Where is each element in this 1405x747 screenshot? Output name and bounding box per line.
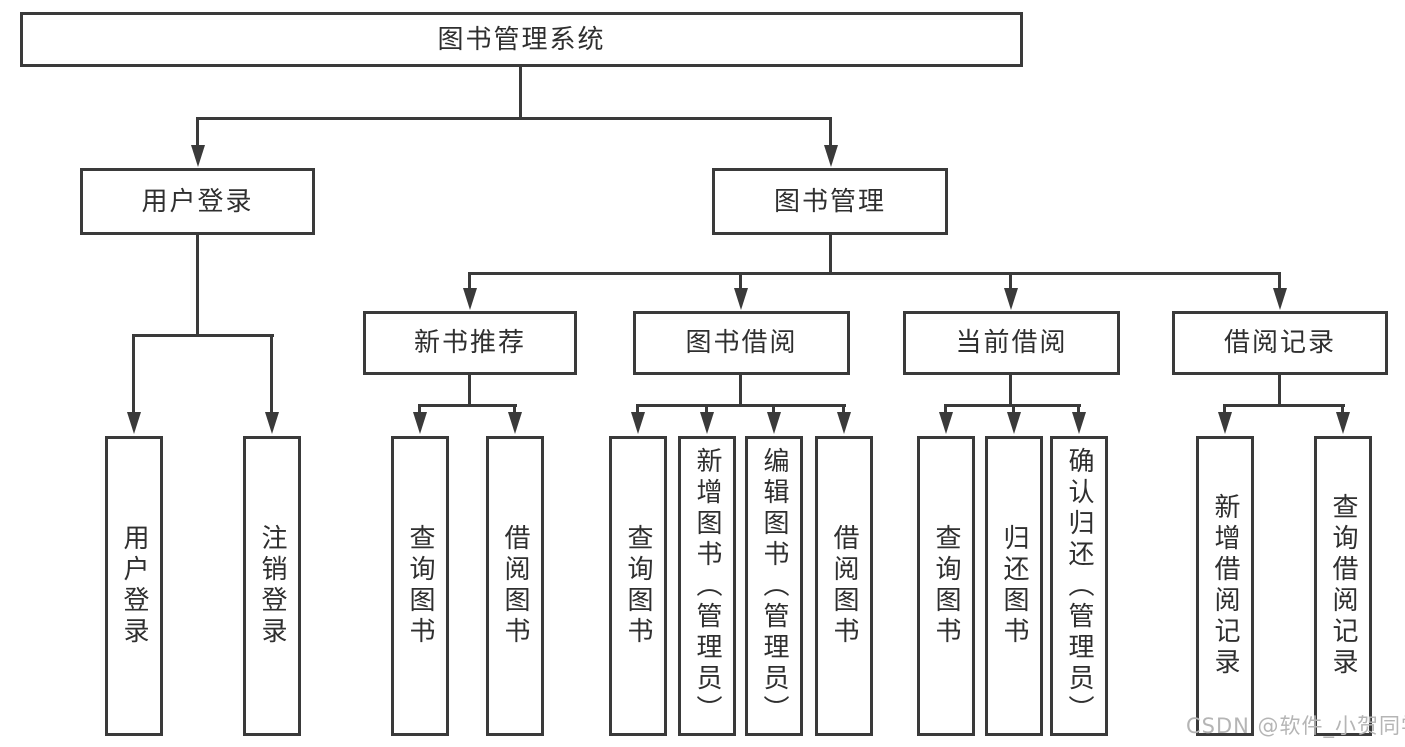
connector-books-stem [829, 234, 832, 274]
node-book-borrowing-label: 图书借阅 [685, 328, 798, 358]
leaf-query-books-label: 查询图书 [405, 524, 435, 648]
arrow-down-icon [270, 335, 273, 412]
arrow-down-icon [468, 273, 471, 288]
leaf-add-book-admin-label: 新增图书（管理员） [692, 446, 722, 726]
leaf-return-book: 归还图书 [985, 436, 1043, 736]
connector-newbook-stem [468, 374, 471, 406]
arrow-down-icon [1077, 405, 1080, 412]
leaf-confirm-return-admin: 确认归还（管理员） [1050, 436, 1108, 736]
arrow-down-icon [842, 405, 845, 412]
leaf-add-borrow-record-label: 新增借阅记录 [1210, 493, 1240, 679]
leaf-query-books-2-label: 查询图书 [623, 524, 653, 648]
arrow-down-icon [1012, 405, 1015, 412]
node-library-system-label: 图书管理系统 [437, 24, 606, 55]
leaf-user-login: 用户登录 [105, 436, 163, 736]
connector-root-stem [519, 66, 522, 118]
connector-newbook-hbar [418, 404, 517, 407]
arrow-down-icon [739, 273, 742, 288]
node-borrowing-records-label: 借阅记录 [1223, 328, 1336, 358]
leaf-query-books-2: 查询图书 [609, 436, 667, 736]
arrow-down-icon [1341, 405, 1344, 412]
connector-books-hbar [468, 272, 1281, 275]
leaf-user-login-label: 用户登录 [119, 524, 149, 648]
node-user-login: 用户登录 [80, 168, 315, 235]
arrow-down-icon [1009, 273, 1012, 288]
node-borrowing-records: 借阅记录 [1172, 311, 1388, 375]
connector-records-stem [1278, 374, 1281, 406]
node-user-login-label: 用户登录 [141, 186, 254, 217]
arrow-down-icon [829, 118, 832, 145]
leaf-query-borrow-record-label: 查询借阅记录 [1328, 493, 1358, 679]
node-book-borrowing: 图书借阅 [633, 311, 850, 375]
arrow-down-icon [705, 405, 708, 412]
leaf-logout-label: 注销登录 [257, 524, 287, 648]
node-current-borrowing: 当前借阅 [903, 311, 1120, 375]
node-new-book-recommend: 新书推荐 [363, 311, 577, 375]
node-current-borrowing-label: 当前借阅 [955, 328, 1068, 358]
csdn-watermark: CSDN @软件_小贺同学 [1186, 714, 1405, 738]
arrow-down-icon [418, 405, 421, 412]
arrow-down-icon [132, 335, 135, 412]
arrow-down-icon [636, 405, 639, 412]
leaf-edit-book-admin-label: 编辑图书（管理员） [759, 446, 789, 726]
leaf-add-book-admin: 新增图书（管理员） [678, 436, 736, 736]
node-new-book-recommend-label: 新书推荐 [413, 328, 526, 358]
leaf-borrow-books-2: 借阅图书 [815, 436, 873, 736]
leaf-query-books: 查询图书 [391, 436, 449, 736]
arrow-down-icon [513, 405, 516, 412]
node-library-system: 图书管理系统 [20, 12, 1023, 67]
leaf-borrow-books-2-label: 借阅图书 [829, 524, 859, 648]
leaf-borrow-books-label: 借阅图书 [500, 524, 530, 648]
connector-borrow-hbar [636, 404, 846, 407]
leaf-return-book-label: 归还图书 [999, 524, 1029, 648]
leaf-borrow-books: 借阅图书 [486, 436, 544, 736]
arrow-down-icon [196, 118, 199, 145]
connector-records-hbar [1223, 404, 1345, 407]
node-book-management-label: 图书管理 [773, 186, 886, 217]
arrow-down-icon [1278, 273, 1281, 288]
leaf-query-borrow-record: 查询借阅记录 [1314, 436, 1372, 736]
arrow-down-icon [1223, 405, 1226, 412]
node-book-management: 图书管理 [712, 168, 948, 235]
connector-user-hbar [132, 334, 274, 337]
arrow-down-icon [944, 405, 947, 412]
connector-root-hbar [196, 117, 832, 120]
connector-current-stem [1009, 374, 1012, 406]
leaf-confirm-return-admin-label: 确认归还（管理员） [1064, 446, 1094, 726]
arrow-down-icon [772, 405, 775, 412]
leaf-logout: 注销登录 [243, 436, 301, 736]
leaf-edit-book-admin: 编辑图书（管理员） [745, 436, 803, 736]
connector-borrow-stem [739, 374, 742, 406]
leaf-query-books-3: 查询图书 [917, 436, 975, 736]
leaf-add-borrow-record: 新增借阅记录 [1196, 436, 1254, 736]
leaf-query-books-3-label: 查询图书 [931, 524, 961, 648]
connector-user-stem [196, 234, 199, 336]
